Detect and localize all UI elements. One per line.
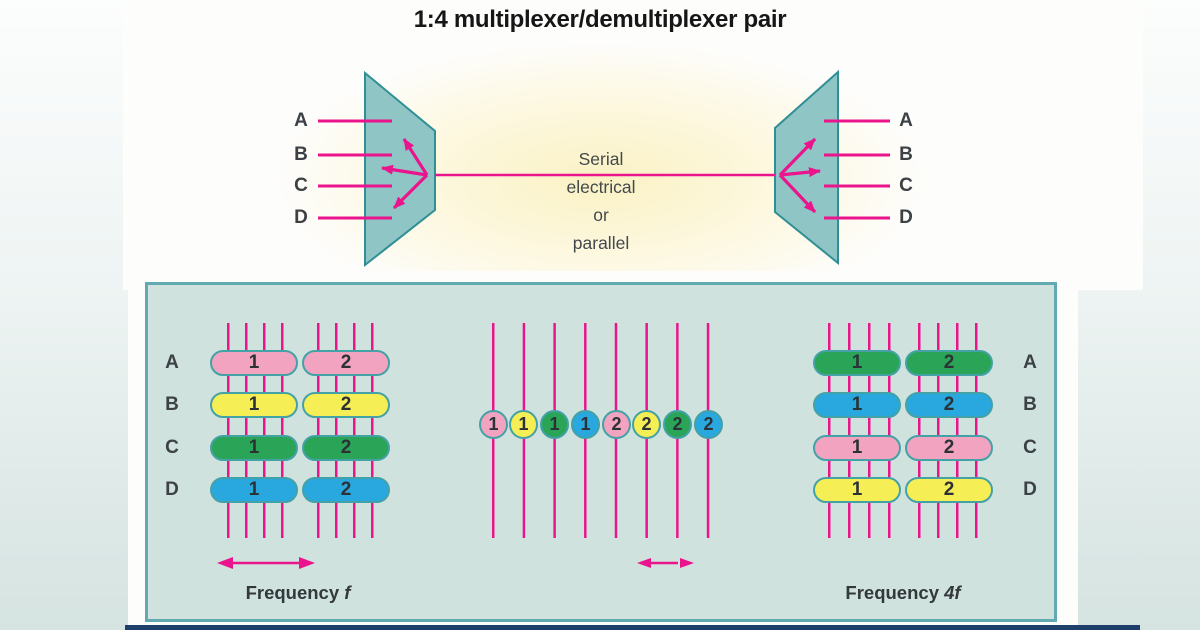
right-row-label-b: B [1023, 394, 1037, 415]
serial-label-line1: Serial [578, 149, 624, 169]
word-pill: 1 [210, 392, 298, 418]
right-demultiplexer-trapezoid [774, 69, 839, 266]
frequency-4f-label: Frequency 4f [793, 582, 1013, 604]
mux-labels-layer: A B C D A B C D Serial electrical or par… [123, 0, 1143, 290]
frequency-f-text: Frequency [245, 582, 345, 603]
input-signal-lines [318, 119, 392, 220]
serial-bit: 2 [694, 410, 723, 439]
serial-bit: 1 [540, 410, 569, 439]
word-pill: 2 [302, 350, 390, 376]
demux-fan-arrows [778, 137, 821, 214]
word-pill: 1 [210, 477, 298, 503]
word-pill: 2 [905, 350, 993, 376]
output-signal-lines [824, 119, 890, 220]
figure-title: 1:4 multiplexer/demultiplexer pair [413, 6, 787, 33]
output-label-a: A [899, 110, 913, 131]
input-label-d: D [294, 207, 308, 228]
frequency-f-symbol: f [344, 582, 351, 603]
frequency-4f-symbol: 4f [944, 582, 961, 603]
serial-bit: 1 [479, 410, 508, 439]
word-pill: 2 [302, 392, 390, 418]
mux-demux-diagram [318, 69, 890, 268]
period-arrow-frequency-f [217, 557, 315, 569]
figure-card-background [123, 0, 1143, 290]
right-row-label-a: A [1023, 352, 1037, 373]
input-label-a: A [294, 110, 308, 131]
right-row-label-d: D [1023, 479, 1037, 500]
word-pill: 1 [813, 350, 901, 376]
word-pill: 2 [905, 477, 993, 503]
right-row-label-c: C [1023, 437, 1037, 458]
serial-label-line3: or [593, 205, 609, 225]
serial-bit: 2 [632, 410, 661, 439]
word-pill: 2 [905, 392, 993, 418]
input-label-b: B [294, 144, 308, 165]
timing-panel-content: A B C D 1 2 1 2 1 2 1 2 1 1 1 1 2 2 2 2 … [145, 282, 1057, 622]
frequency-f-label: Frequency f [188, 582, 408, 604]
mux-fan-arrows [381, 138, 429, 210]
word-pill: 1 [210, 435, 298, 461]
output-label-c: C [899, 175, 913, 196]
word-pill: 2 [302, 477, 390, 503]
output-label-b: B [899, 144, 913, 165]
serial-bit: 2 [602, 410, 631, 439]
serial-bit: 1 [571, 410, 600, 439]
left-row-label-c: C [165, 437, 179, 458]
word-pill: 2 [905, 435, 993, 461]
word-pill: 1 [813, 392, 901, 418]
serial-bit: 1 [509, 410, 538, 439]
left-row-label-d: D [165, 479, 179, 500]
left-row-label-a: A [165, 352, 179, 373]
input-label-c: C [294, 175, 308, 196]
serial-label-line4: parallel [572, 233, 630, 253]
period-arrow-frequency-4f [637, 558, 694, 568]
word-pill: 1 [210, 350, 298, 376]
serial-label-line2: electrical [566, 177, 636, 197]
frequency-4f-text: Frequency [845, 582, 945, 603]
bottom-navy-strip [125, 625, 1140, 630]
word-pill: 1 [813, 477, 901, 503]
serial-bit: 2 [663, 410, 692, 439]
word-pill: 2 [302, 435, 390, 461]
output-label-d: D [899, 207, 913, 228]
left-row-label-b: B [165, 394, 179, 415]
word-pill: 1 [813, 435, 901, 461]
